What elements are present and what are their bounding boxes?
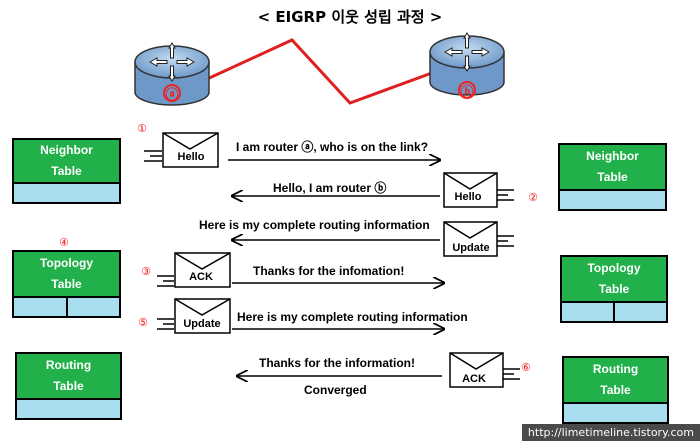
router-a (134, 42, 210, 106)
left-neighbor-table-name: Neighbor (40, 143, 93, 157)
right-neighbor-table-sub: Table (597, 170, 628, 184)
left-routing-table-sub: Table (53, 379, 84, 393)
message-6-text: Thanks for the information! (259, 356, 415, 370)
message-3-text: Here is my complete routing information (199, 218, 430, 232)
envelope-5-label: Update (178, 318, 226, 331)
router-arrows-icon (443, 32, 491, 72)
right-topology-table-name: Topology (587, 261, 641, 275)
left-topology-table-sub: Table (51, 277, 82, 291)
step-1-marker: ① (137, 122, 147, 135)
message-4-text: Thanks for the infomation! (253, 264, 405, 278)
envelope-2-label: Hello (448, 191, 488, 204)
left-topology-table-name: Topology (39, 256, 94, 270)
router-link (204, 38, 441, 105)
message-1-text: I am router ⓐ, who is on the link? (236, 140, 429, 154)
left-neighbor-table-sub: Table (51, 164, 82, 178)
right-routing-table-name: Routing (592, 362, 639, 376)
converged-text: Converged (304, 383, 367, 397)
right-neighbor-table-name: Neighbor (586, 149, 639, 163)
router-b (429, 32, 505, 96)
step-5-marker: ⑤ (138, 316, 148, 329)
envelope-1-label: Hello (171, 151, 211, 164)
right-topology-table-sub: Table (598, 282, 630, 296)
left-routing-table-name: Routing (45, 358, 92, 372)
step-6-marker: ⑥ (521, 361, 531, 374)
right-routing-table-sub: Table (600, 383, 631, 397)
message-2-text: Hello, I am router ⓑ (273, 181, 387, 195)
router-arrows-icon (148, 42, 196, 82)
step-3-marker: ③ (141, 265, 151, 278)
diagram-title: < EIGRP 이웃 성립 과정 > (257, 8, 443, 26)
step-2-marker: ② (528, 191, 538, 204)
watermark-url[interactable]: http://limetimeline.tistory.com (521, 424, 700, 441)
envelope-6-label: ACK (454, 373, 494, 386)
router-b-label: ⓑ (458, 81, 476, 99)
router-a-label: ⓐ (163, 84, 181, 102)
message-5-text: Here is my complete routing information (237, 310, 468, 324)
envelope-4-label: ACK (181, 271, 221, 284)
envelope-3-label: Update (447, 242, 495, 255)
step-4-marker: ④ (59, 236, 69, 249)
